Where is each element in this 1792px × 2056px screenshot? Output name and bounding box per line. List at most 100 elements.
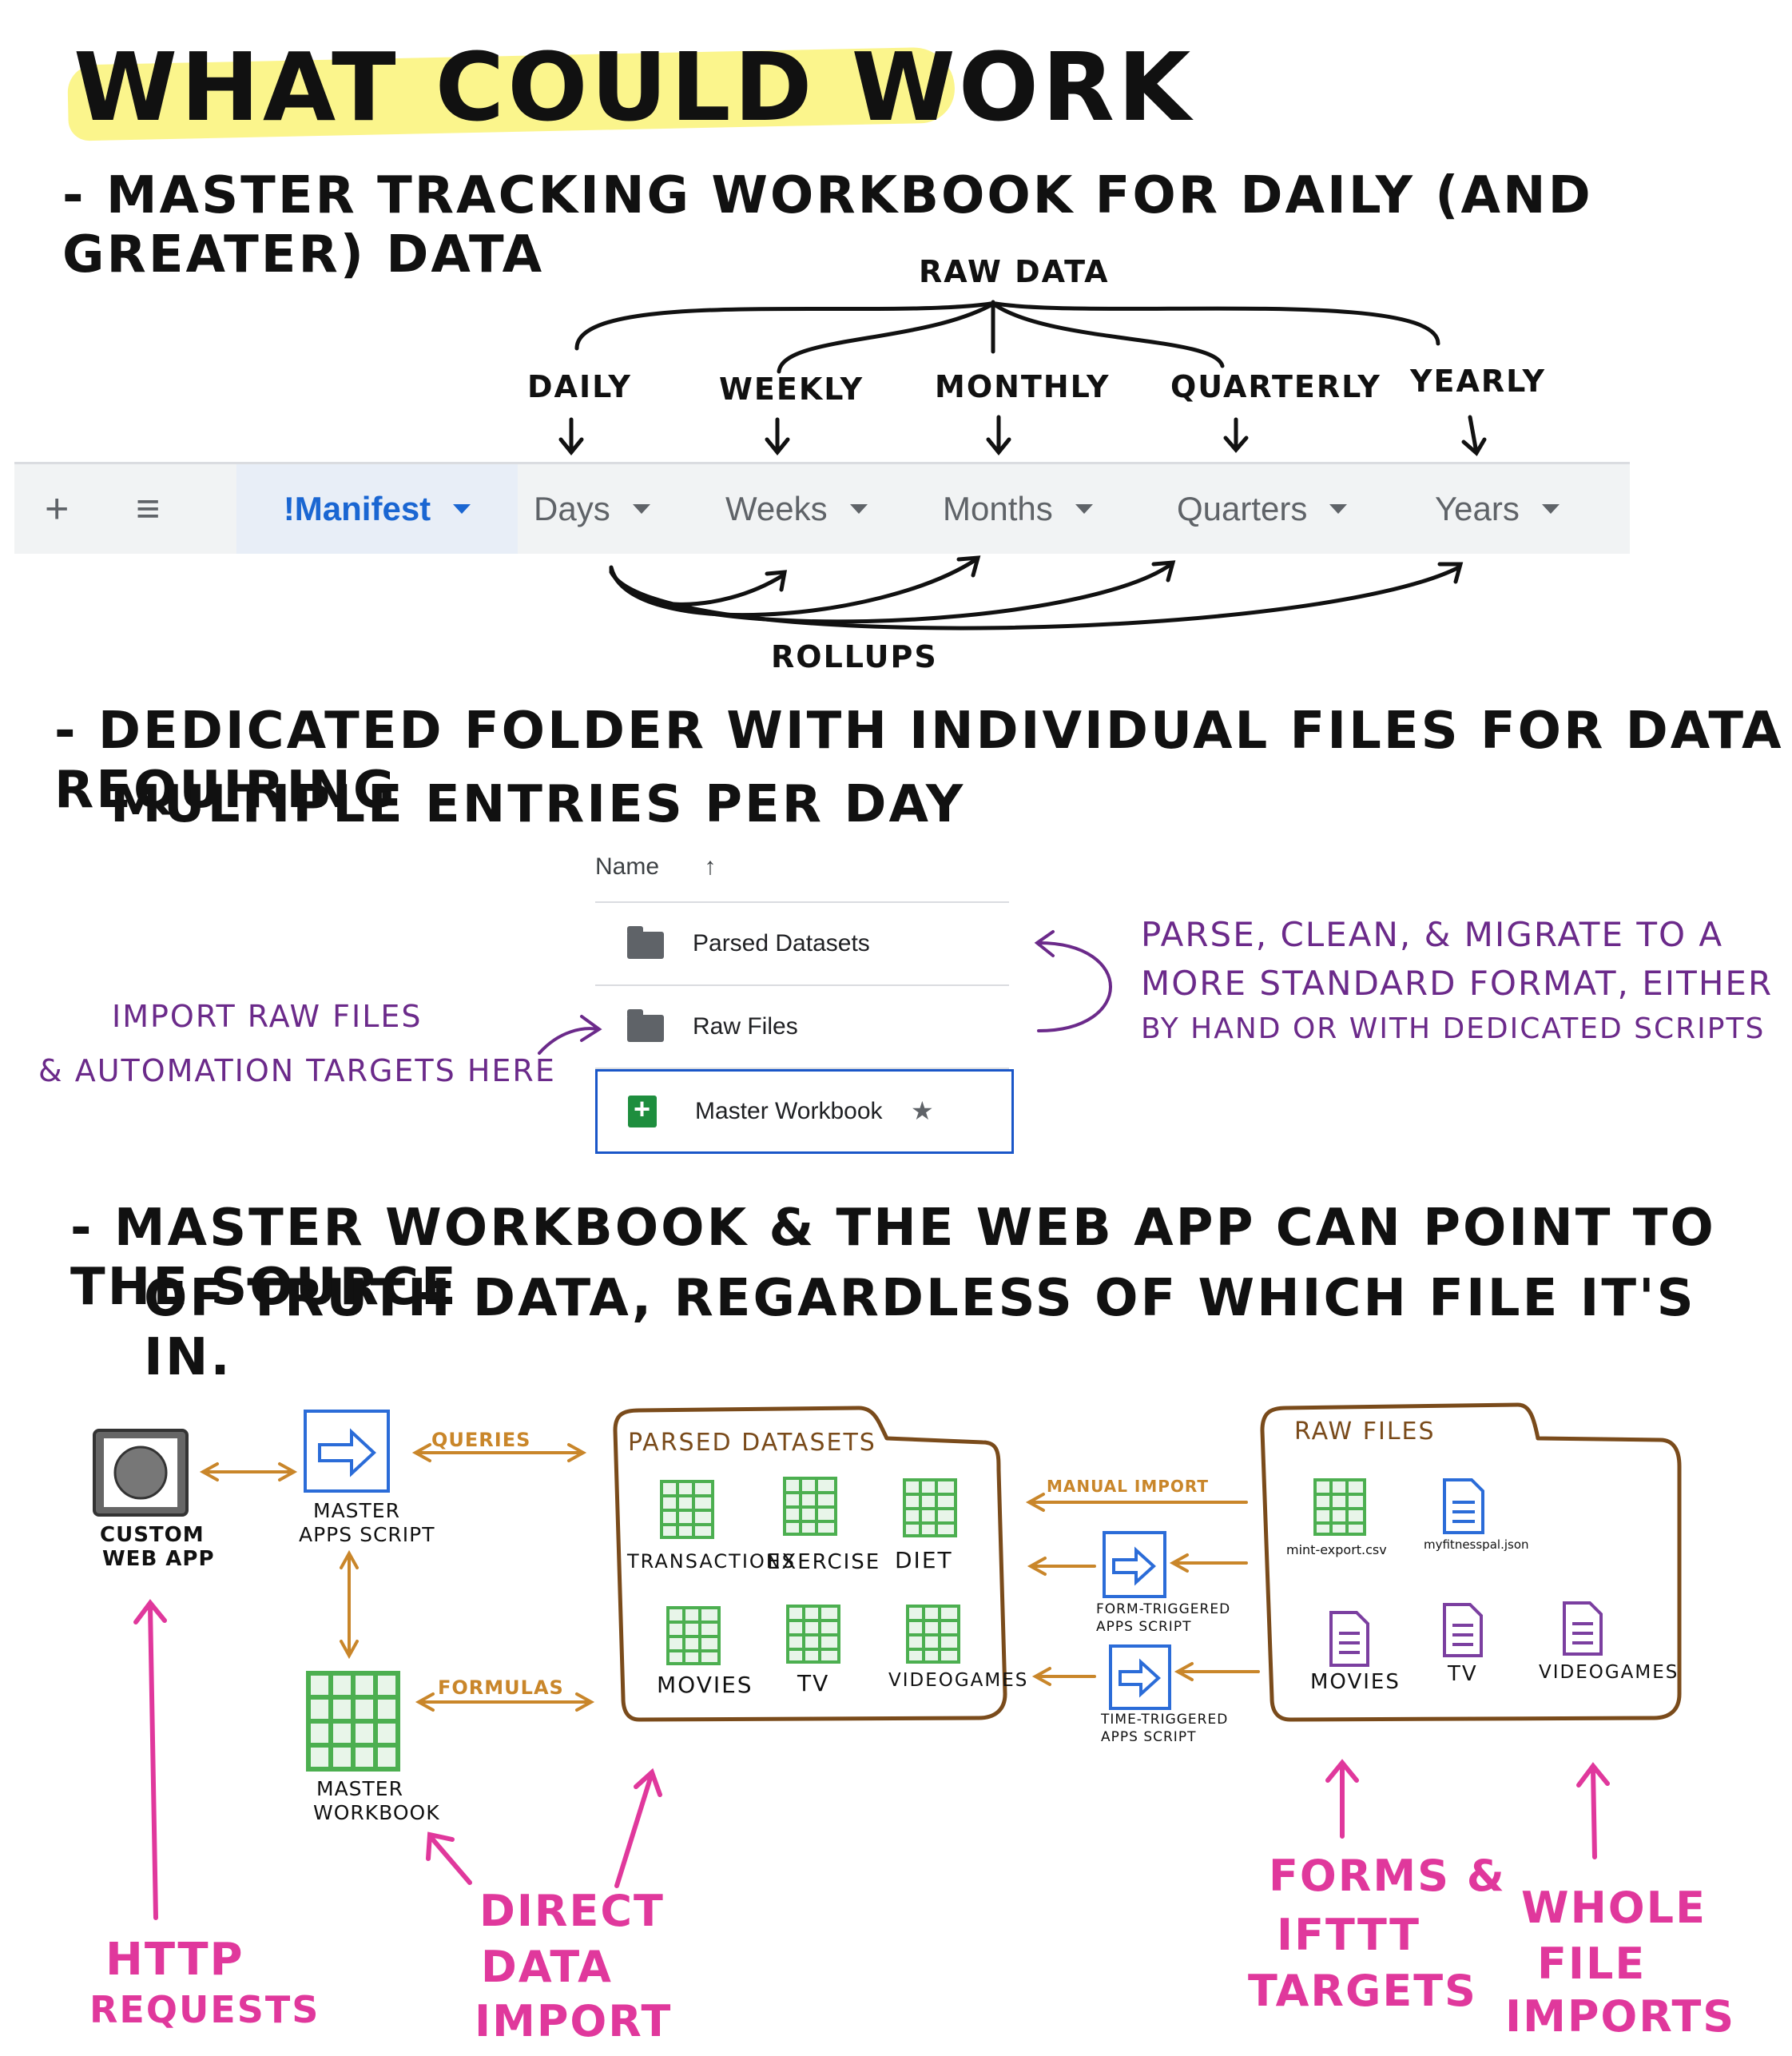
drive-header-name: Name [595, 853, 660, 880]
parsed-item-diet: Diet [895, 1547, 953, 1573]
sheet-tab-bar: + ≡ !Manifest Days Weeks Months Quarters… [14, 462, 1630, 554]
drive-row-raw-files[interactable]: Raw Files [595, 986, 1009, 1069]
folder-icon [627, 1009, 664, 1042]
parsed-item-tv: TV [797, 1670, 830, 1696]
bullet-master-workbook: - Master tracking workbook for daily (an… [62, 166, 1593, 284]
tab-quarters-label: Quarters [1177, 490, 1308, 527]
add-sheet-button[interactable]: + [45, 486, 70, 532]
queries-label: Queries [431, 1429, 531, 1451]
exercise-sheet-icon [783, 1477, 837, 1536]
videogames-doc-icon [1563, 1601, 1603, 1656]
parse-cycle-arrow [1034, 930, 1112, 1032]
rollup-arrow-years [609, 562, 1464, 630]
period-weekly: Weekly [719, 372, 864, 407]
json-doc-icon [1443, 1478, 1484, 1534]
period-quarterly: Quarterly [1170, 369, 1381, 404]
chevron-down-icon [632, 504, 650, 514]
spreadsheet-icon [306, 1671, 400, 1772]
time-triggered-script-icon [1109, 1644, 1171, 1710]
time-triggered-line2: Apps Script [1101, 1729, 1197, 1745]
forms-targets-line2: IFTTT [1277, 1910, 1420, 1960]
bracket-yearly [993, 301, 1440, 346]
star-icon[interactable]: ★ [911, 1096, 934, 1125]
time-script-out-arrow [1031, 1667, 1096, 1686]
tab-months-label: Months [943, 490, 1053, 527]
raw-files-title: Raw Files [1294, 1418, 1436, 1446]
parsed-item-transactions: Transactions [627, 1550, 796, 1573]
all-sheets-menu-button[interactable]: ≡ [136, 486, 161, 532]
tab-manifest[interactable]: !Manifest [236, 464, 518, 554]
movies-sheet-icon [666, 1606, 721, 1665]
chevron-down-icon [1075, 504, 1093, 514]
tab-days[interactable]: Days [534, 464, 650, 554]
raw-item-videogames: Videogames [1539, 1662, 1679, 1683]
parse-note-line3: by hand or with dedicated scripts [1141, 1012, 1766, 1045]
videogames-sheet-icon [906, 1605, 960, 1664]
raw-item-movies: Movies [1310, 1670, 1401, 1694]
tab-days-label: Days [534, 490, 610, 527]
webapp-script-arrow [199, 1462, 298, 1481]
parsed-item-exercise: Exercise [767, 1550, 881, 1574]
drive-row-label: Parsed Datasets [693, 930, 870, 956]
raw-item-tv: TV [1448, 1662, 1478, 1686]
parsed-datasets-title: Parsed Datasets [628, 1429, 876, 1457]
parsed-item-videogames: Videogames [888, 1670, 1029, 1691]
period-daily: Daily [527, 369, 632, 404]
period-yearly: Yearly [1410, 364, 1546, 399]
whole-file-line3: Imports [1505, 1991, 1736, 2042]
script-workbook-arrow [340, 1549, 359, 1660]
chevron-down-icon [849, 504, 868, 514]
direct-import-line3: Import [475, 1996, 673, 2046]
import-note-line1: Import raw files [112, 999, 423, 1034]
tab-years[interactable]: Years [1435, 464, 1560, 554]
parse-note-line1: Parse, clean, & migrate to a [1141, 915, 1724, 954]
drive-divider [595, 901, 1009, 903]
http-requests-line1: HTTP [105, 1934, 244, 1986]
down-arrow-monthly [986, 415, 1011, 455]
drive-row-parsed-datasets[interactable]: Parsed Datasets [595, 903, 1009, 986]
form-triggered-line1: Form-Triggered [1096, 1601, 1231, 1617]
master-workbook-line1: Master [316, 1777, 403, 1800]
form-triggered-line2: Apps Script [1096, 1619, 1192, 1635]
forms-targets-line3: Targets [1248, 1966, 1477, 2016]
sort-arrow-icon[interactable]: ↑ [704, 853, 717, 880]
movies-doc-icon [1329, 1611, 1369, 1667]
form-triggered-script-icon [1103, 1531, 1166, 1598]
tab-months[interactable]: Months [943, 464, 1093, 554]
drive-column-header[interactable]: Name ↑ [595, 853, 716, 881]
manual-import-arrow [1025, 1493, 1248, 1512]
parse-note-line2: more standard format, either [1141, 964, 1774, 1003]
direct-import-line1: Direct [479, 1886, 665, 1936]
whole-file-line1: Whole [1521, 1883, 1707, 1933]
formulas-arrow [415, 1692, 595, 1712]
bracket-daily [574, 301, 993, 351]
forms-targets-line1: Forms & [1269, 1851, 1506, 1901]
bullet-dedicated-folder-line2: Multiple entries per day [110, 775, 966, 834]
globe-icon [93, 1429, 189, 1517]
forms-arrow [1325, 1759, 1359, 1839]
form-script-out-arrow [1027, 1557, 1096, 1576]
drive-row-label: Master Workbook [695, 1098, 883, 1124]
tab-weeks[interactable]: Weeks [725, 464, 868, 554]
parsed-datasets-folder [613, 1406, 1007, 1722]
import-note-line2: & automation targets here [38, 1053, 556, 1088]
tab-weeks-label: Weeks [725, 490, 828, 527]
formulas-label: Formulas [438, 1676, 564, 1699]
parsed-item-movies: Movies [657, 1672, 753, 1698]
chevron-down-icon [453, 504, 471, 514]
down-arrow-daily [558, 417, 584, 455]
folder-icon [627, 926, 664, 959]
diet-sheet-icon [903, 1478, 957, 1537]
chevron-down-icon [1541, 504, 1560, 514]
form-script-in-arrow [1169, 1553, 1248, 1573]
tab-quarters[interactable]: Quarters [1177, 464, 1348, 554]
master-workbook-line2: Workbook [313, 1801, 440, 1824]
master-apps-script-line1: Master [313, 1499, 400, 1522]
custom-web-app-line2: web app [102, 1547, 215, 1571]
http-requests-line2: Requests [89, 1988, 320, 2031]
period-monthly: Monthly [935, 369, 1111, 404]
master-apps-script-line2: Apps Script [299, 1523, 435, 1546]
whole-file-arrow [1576, 1762, 1610, 1859]
drive-row-master-workbook[interactable]: Master Workbook ★ [595, 1069, 1014, 1154]
